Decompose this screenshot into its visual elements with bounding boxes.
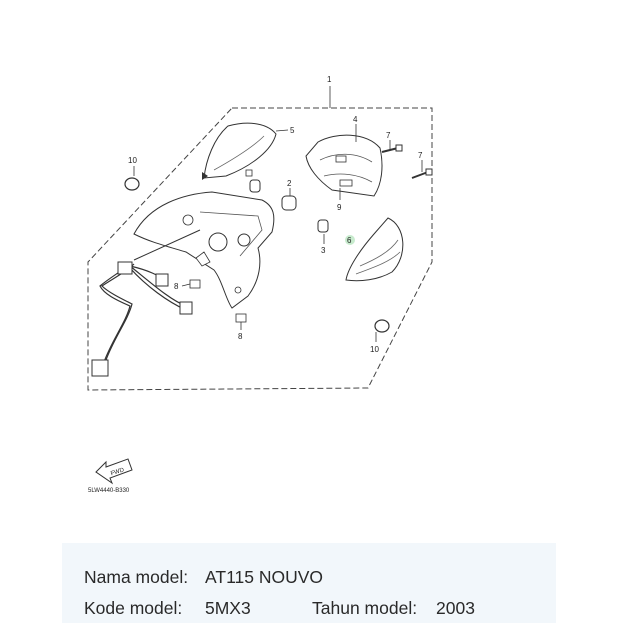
- callout-8-lower: 8: [238, 332, 243, 341]
- parts-diagram: 1 5 4 7 7 9 6: [87, 75, 433, 494]
- year-label: Tahun model:: [312, 598, 418, 618]
- callout-9: 9: [337, 203, 342, 212]
- fwd-label: FWD: [110, 467, 125, 477]
- part-7-screw-upper: [381, 140, 403, 153]
- part-10-grommet-lower: [374, 319, 390, 342]
- taillight-base: [133, 191, 275, 309]
- callout-10-lower: 10: [370, 345, 379, 354]
- part-4-housing: [305, 124, 383, 197]
- model-info-card: Nama model: AT115 NOUVO Kode model: 5MX3…: [62, 543, 556, 623]
- part-2-bulb: [281, 188, 297, 211]
- callout-2: 2: [287, 179, 292, 188]
- assembly-boundary: [87, 107, 433, 391]
- callout-6: 6: [347, 236, 352, 245]
- callout-5: 5: [290, 126, 295, 135]
- part-5-lens: [202, 122, 289, 180]
- callout-1: 1: [327, 75, 332, 84]
- year-value: 2003: [436, 598, 475, 618]
- callout-7-lower: 7: [418, 151, 423, 160]
- callout-8-left: 8: [174, 282, 179, 291]
- callout-3: 3: [321, 246, 326, 255]
- callout-4: 4: [353, 115, 358, 124]
- model-name-label: Nama model:: [84, 567, 189, 587]
- part-8-clip-left: [181, 279, 201, 289]
- wiring-harness: [91, 229, 201, 377]
- callout-7-upper: 7: [386, 131, 391, 140]
- part-8-clip-lower: [235, 313, 247, 330]
- fwd-arrow-icon: FWD: [95, 458, 133, 485]
- model-code-label: Kode model:: [84, 598, 183, 618]
- part-10-grommet-upper: [124, 166, 140, 191]
- part-3-bulb-lower: [317, 219, 329, 244]
- model-code-value: 5MX3: [205, 598, 251, 618]
- part-7-screw-lower: [411, 160, 433, 179]
- part-3-bulb-upper: [245, 169, 261, 193]
- model-name-value: AT115 NOUVO: [205, 567, 323, 587]
- part-6-lens: [345, 217, 404, 282]
- drawing-code: 5LW4440-B330: [88, 488, 130, 494]
- callout-10-upper: 10: [128, 156, 137, 165]
